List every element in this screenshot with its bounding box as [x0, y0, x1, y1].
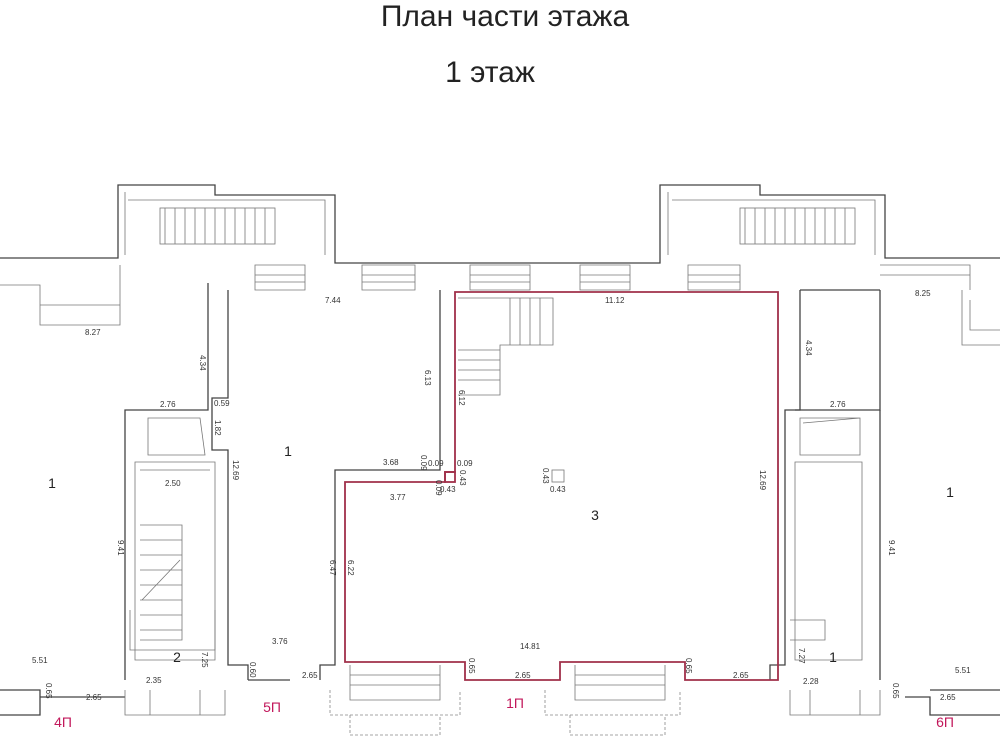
dimension: 0.43	[541, 468, 550, 484]
entrance-label: 5П	[263, 699, 281, 715]
dimension: 3.76	[272, 637, 288, 646]
dimension: 6.12	[457, 390, 466, 406]
room-label: 1	[284, 443, 292, 459]
dimension: 2.65	[733, 671, 749, 680]
dimension: 2.76	[830, 400, 846, 409]
dimension: 9.41	[887, 540, 896, 556]
dimension-labels: 8.27 4.34 7.44 2.76 0.59 1.82 12.69 2.50…	[32, 289, 971, 702]
entrance-labels: 4П 5П 1П 6П	[54, 695, 954, 730]
dimension: 0.65	[891, 683, 900, 699]
entrance-label: 4П	[54, 714, 72, 730]
entrance-label: 1П	[506, 695, 524, 711]
dimension: 0.43	[440, 485, 456, 494]
dimension: 12.69	[231, 460, 240, 481]
dimension: 2.65	[302, 671, 318, 680]
dimension: 6.47	[328, 560, 337, 576]
entrance-label: 6П	[936, 714, 954, 730]
walls	[0, 184, 1000, 736]
dimension: 0.09	[434, 480, 443, 496]
dimension: 1.82	[213, 420, 222, 436]
dimension: 6.13	[423, 370, 432, 386]
dimension: 2.35	[146, 676, 162, 685]
room-label: 3	[591, 507, 599, 523]
dimension: 0.43	[458, 470, 467, 486]
dimension: 11.12	[605, 296, 625, 305]
dimension: 2.50	[165, 479, 181, 488]
dimension: 0.59	[214, 399, 230, 408]
dimension: 3.68	[383, 458, 399, 467]
dimension: 4.34	[804, 340, 813, 356]
dimension: 0.65	[684, 658, 693, 674]
room-label: 1	[48, 475, 56, 491]
dimension: 0.09	[457, 459, 473, 468]
dimension: 2.76	[160, 400, 176, 409]
dimension: 8.27	[85, 328, 101, 337]
dimension: 2.28	[803, 677, 819, 686]
floor-label: 1 этаж	[445, 56, 535, 89]
dimension: 3.77	[390, 493, 406, 502]
dimension: 5.51	[955, 666, 971, 675]
dimension: 12.69	[758, 470, 767, 491]
dimension: 7.27	[797, 648, 806, 664]
dimension: 0.09	[419, 455, 428, 471]
dimension: 2.65	[940, 693, 956, 702]
dimension: 0.65	[44, 683, 53, 699]
dimension: 2.65	[86, 693, 102, 702]
dimension: 8.25	[915, 289, 931, 298]
dimension: 9.41	[116, 540, 125, 556]
dimension: 0.43	[550, 485, 566, 494]
dimension: 7.25	[200, 652, 209, 668]
dimension: 4.34	[198, 355, 207, 371]
room-label: 2	[173, 649, 181, 665]
room-labels: 1 1 3 1 2 1	[48, 443, 954, 665]
dimension: 14.81	[520, 642, 541, 651]
dimension: 5.51	[32, 656, 48, 665]
dimension: 2.65	[515, 671, 531, 680]
dimension: 0.65	[467, 658, 476, 674]
plan-title: План части этажа	[381, 0, 630, 33]
dimension: 0.09	[428, 459, 444, 468]
dimension: 0.60	[248, 662, 257, 678]
dimension: 6.22	[346, 560, 355, 576]
dimension: 7.44	[325, 296, 341, 305]
room-label: 1	[946, 484, 954, 500]
room-label: 1	[829, 649, 837, 665]
